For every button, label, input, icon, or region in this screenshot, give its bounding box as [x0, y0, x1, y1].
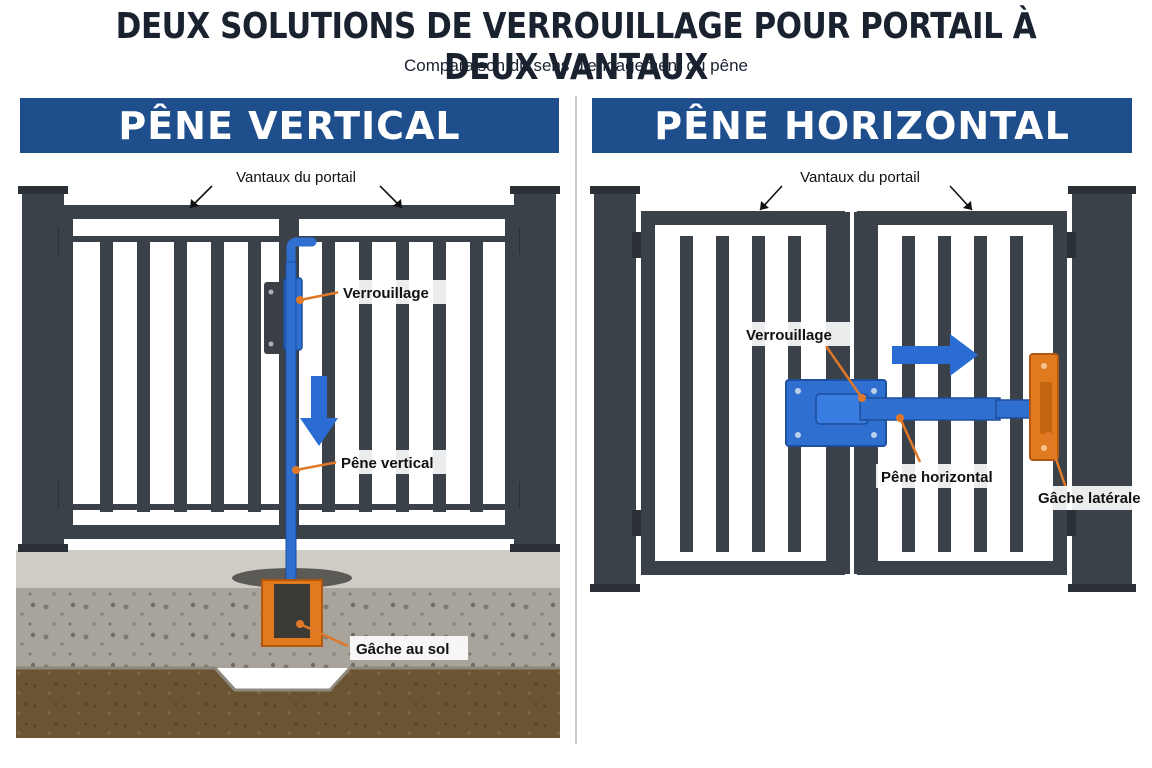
label-pene-vertical: Pêne vertical [341, 455, 434, 472]
label-pene-horizontal: Pêne horizontal [881, 469, 993, 486]
left-illustration: Vantaux du portail Verrouillage Pêne ver… [16, 169, 560, 738]
left-post [22, 190, 64, 548]
label-vantaux-left: Vantaux du portail [236, 169, 356, 186]
panel-divider [575, 96, 577, 744]
banner-horizontal-bolt: PÊNE HORIZONTAL [592, 98, 1132, 153]
vantaux-arrows [189, 185, 403, 209]
right-arrow [892, 334, 978, 376]
page-title: DEUX SOLUTIONS DE VERROUILLAGE POUR PORT… [115, 6, 1037, 88]
banner-vertical-bolt: PÊNE VERTICAL [20, 98, 559, 153]
label-verrouillage-left: Verrouillage [343, 285, 429, 302]
page-subtitle: Comparaison du sens d’engagement du pêne [403, 56, 749, 75]
right-gate-leaf [285, 205, 519, 539]
side-strike [1029, 353, 1059, 461]
left-gate-leaf [59, 205, 293, 539]
ground-strike [261, 579, 323, 647]
right-post-right [1072, 190, 1132, 586]
right-illustration: Vantaux du portail Verrouillage Pêne hor… [590, 169, 1150, 592]
left-post-right [594, 190, 636, 586]
vantaux-arrows-right [759, 185, 973, 211]
label-gache-sol: Gâche au sol [356, 641, 449, 658]
label-vantaux-right: Vantaux du portail [800, 169, 920, 186]
label-gache-laterale: Gâche latérale [1038, 490, 1141, 507]
down-arrow [300, 376, 338, 446]
soil-layer [16, 668, 560, 738]
label-verrouillage-right: Verrouillage [746, 327, 832, 344]
right-post [514, 190, 556, 548]
